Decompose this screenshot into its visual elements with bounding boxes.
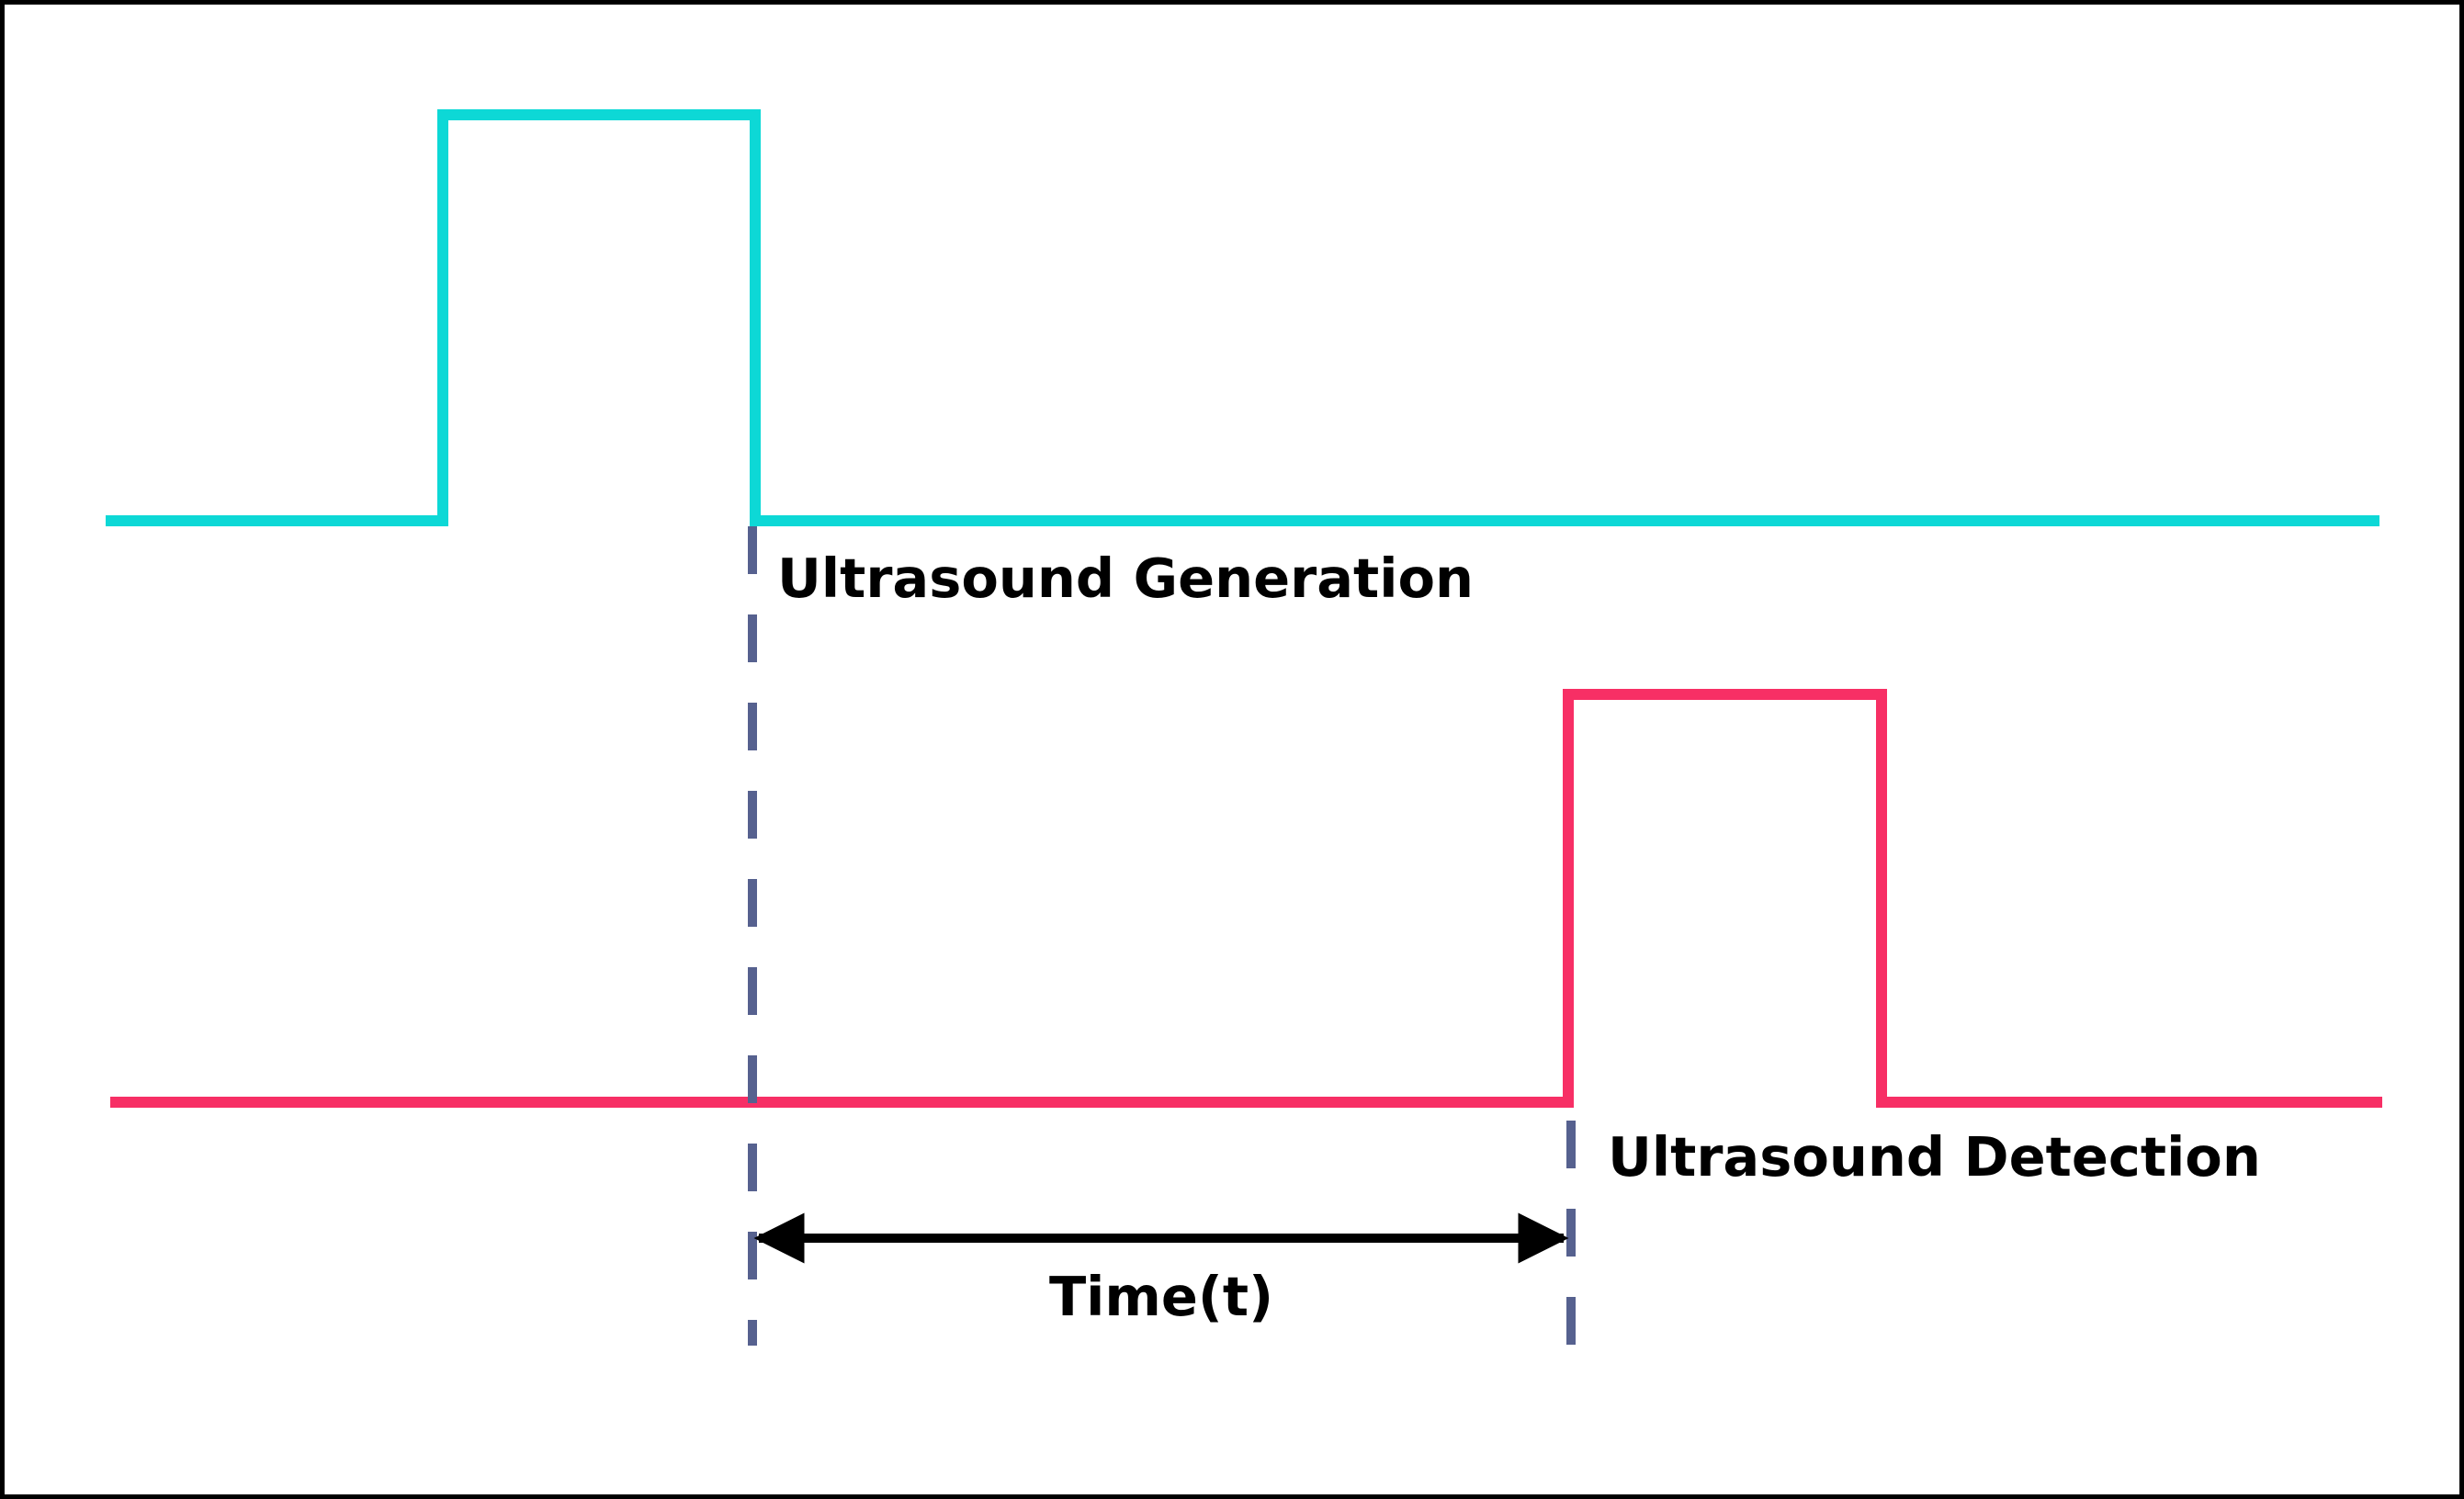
generation-label: Ultrasound Generation (777, 547, 1474, 610)
detection-label: Ultrasound Detection (1608, 1125, 2261, 1189)
detection-signal (110, 689, 2382, 1108)
generation-signal (106, 109, 2379, 526)
time-label: Time(t) (1049, 1265, 1273, 1328)
